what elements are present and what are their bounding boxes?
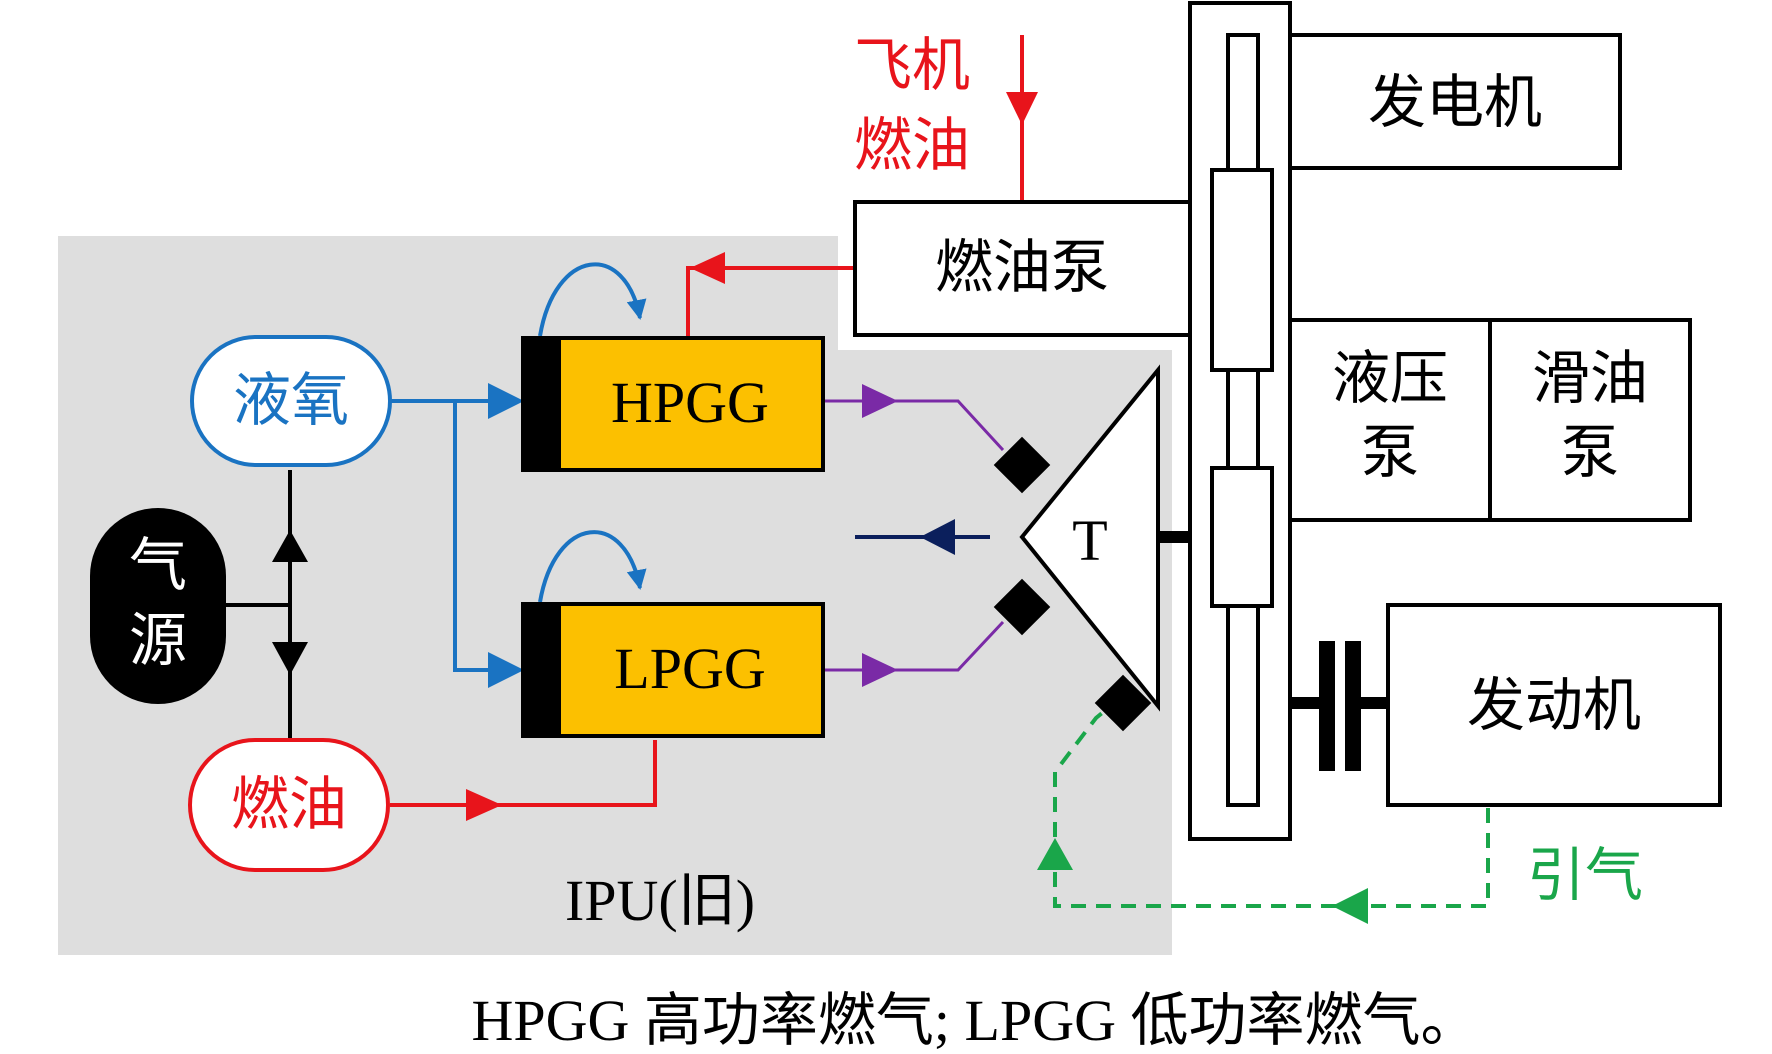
- bleed-air-line: [1037, 694, 1490, 924]
- caption: HPGG 高功率燃气; LPGG 低功率燃气。: [472, 988, 1479, 1053]
- lube-pump-box: [1488, 318, 1692, 522]
- hpgg-label: HPGG: [611, 370, 769, 435]
- lpgg-recirculation-arrow: [538, 530, 647, 603]
- gas-source-lines: [226, 470, 308, 738]
- generator-box: [1288, 33, 1622, 170]
- hpgg-recirculation-arrow: [538, 262, 647, 337]
- lube-pump-label-line2: 泵: [1561, 418, 1619, 486]
- fuel-pump-label: 燃油泵: [935, 233, 1109, 301]
- gas-source-label-line1: 气: [129, 531, 187, 599]
- turbine-label: T: [1072, 508, 1107, 573]
- fuel-pump-box: [853, 200, 1192, 337]
- hot-gas-lines: [825, 384, 1005, 687]
- ipu-label: IPU(旧): [565, 868, 755, 933]
- lpgg-label: LPGG: [614, 636, 765, 701]
- oxygen-feed-lines: [390, 383, 524, 688]
- liquid-oxygen-node: [190, 335, 392, 467]
- pump-to-hpgg-fuel-line: [686, 252, 855, 336]
- turbine-nozzle-bleed: [1094, 674, 1152, 732]
- aircraft-fuel-label-line2: 燃油: [854, 111, 970, 179]
- hydraulic-pump-box: [1288, 318, 1492, 522]
- fuel-label: 燃油: [231, 770, 347, 838]
- gas-source-node: [90, 508, 226, 704]
- aircraft-fuel-line: [1006, 35, 1038, 200]
- turbine: [1019, 364, 1160, 712]
- engine-box: [1386, 603, 1722, 807]
- engine-label: 发动机: [1467, 671, 1641, 739]
- lpgg-box: [521, 602, 825, 738]
- turbine-nozzle-bottom: [993, 578, 1051, 636]
- aircraft-fuel-label-line1: 飞机: [854, 31, 970, 99]
- gas-source-label-line2: 源: [129, 606, 187, 674]
- hydraulic-pump-label-line1: 液压: [1332, 344, 1448, 412]
- fuel-node: [188, 738, 390, 872]
- fuel-to-lpgg-line: [390, 740, 657, 821]
- hpgg-box: [521, 336, 825, 472]
- liquid-oxygen-label: 液氧: [233, 366, 349, 434]
- generator-label: 发电机: [1368, 68, 1542, 136]
- lube-pump-label-line1: 滑油: [1532, 344, 1648, 412]
- lpgg-injector: [523, 604, 561, 736]
- exhaust-arrow: [855, 519, 990, 555]
- hydraulic-pump-label-line2: 泵: [1361, 418, 1419, 486]
- hpgg-injector: [523, 338, 561, 470]
- bleed-air-label: 引气: [1527, 841, 1643, 909]
- gearbox: [1188, 1, 1292, 841]
